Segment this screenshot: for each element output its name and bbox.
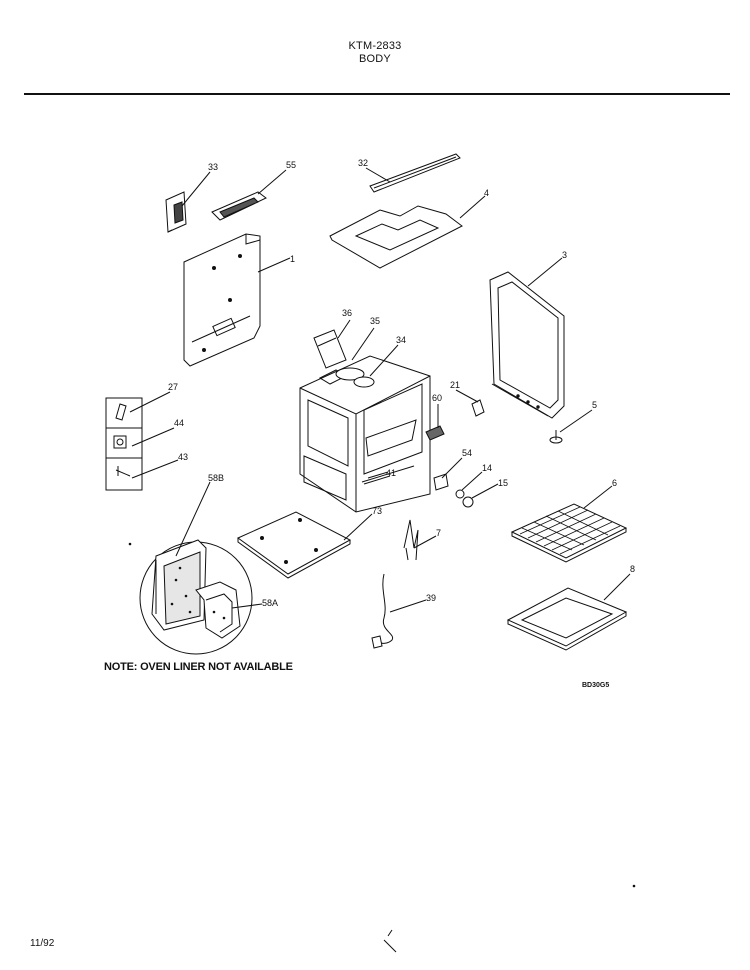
part-34-burner (353, 376, 375, 388)
diagram-code: BD30G5 (582, 682, 610, 689)
leader-35 (351, 327, 375, 361)
stray-dot-2 (128, 542, 132, 546)
callout-36: 36 (342, 308, 352, 318)
callout-8: 8 (630, 564, 635, 574)
fastener-inset-box (105, 397, 143, 491)
part-55-vent (211, 191, 267, 221)
callout-35: 35 (370, 316, 380, 326)
leader-6 (583, 485, 613, 509)
leader-54 (441, 457, 463, 479)
leader-58a (231, 603, 263, 609)
part-1-back-panel (183, 233, 261, 367)
callout-27: 27 (168, 382, 178, 392)
callout-21: 21 (450, 380, 460, 390)
callout-44: 44 (174, 418, 184, 428)
part-8-broiler-pan (506, 587, 628, 651)
part-36-vent-duct (313, 329, 347, 369)
leader-58b (175, 481, 211, 557)
leader-7 (413, 535, 437, 549)
callout-60: 60 (432, 393, 442, 403)
callout-33: 33 (208, 162, 218, 172)
part-32-trim-strip (369, 153, 461, 193)
leader-8 (603, 573, 631, 601)
stray-mark (383, 929, 397, 953)
callout-58a: 58A (262, 598, 278, 608)
callout-43: 43 (178, 452, 188, 462)
callout-41: 41 (386, 468, 396, 478)
part-14-knob (455, 489, 465, 499)
part-4-top-panel (329, 205, 463, 269)
callout-7: 7 (436, 528, 441, 538)
callout-5: 5 (592, 400, 597, 410)
part-7-wire-harness (403, 519, 419, 561)
callout-15: 15 (498, 478, 508, 488)
callout-54: 54 (462, 448, 472, 458)
leader-55 (257, 169, 287, 195)
part-35-cover (335, 367, 365, 381)
part-73-bottom-panel (237, 511, 352, 579)
part-60-block (425, 425, 445, 441)
leader-27 (129, 391, 171, 413)
leader-15 (471, 483, 499, 499)
leader-39 (389, 599, 427, 613)
header-divider (24, 93, 730, 95)
callout-3: 3 (562, 250, 567, 260)
leader-32 (365, 167, 391, 183)
callout-32: 32 (358, 158, 368, 168)
leader-43 (131, 459, 179, 479)
oven-liner-note: NOTE: OVEN LINER NOT AVAILABLE (104, 661, 293, 673)
callout-73: 73 (372, 506, 382, 516)
leader-1 (257, 257, 291, 273)
part-54-switch (433, 473, 449, 491)
leader-41 (363, 475, 391, 485)
part-15-knob (462, 496, 474, 508)
leader-21 (455, 389, 479, 403)
leader-36 (337, 319, 351, 339)
callout-14: 14 (482, 463, 492, 473)
leader-33 (181, 171, 211, 207)
callout-6: 6 (612, 478, 617, 488)
leader-73 (343, 513, 373, 541)
callout-34: 34 (396, 335, 406, 345)
revision-date: 11/92 (30, 938, 55, 949)
part-5-leveling-leg (549, 430, 563, 444)
model-number: KTM-2833 (348, 40, 402, 52)
leader-4 (459, 195, 486, 219)
leader-3 (527, 257, 563, 287)
part-39-power-cord (371, 573, 394, 649)
part-oven-body (299, 355, 431, 513)
part-6-oven-rack (510, 503, 628, 563)
insulation-detail-circle (139, 539, 253, 655)
part-33-bracket (165, 191, 187, 233)
leader-5 (559, 409, 593, 433)
callout-39: 39 (426, 593, 436, 603)
leader-34 (369, 344, 399, 377)
leader-44 (131, 427, 175, 447)
stray-dot (632, 884, 636, 888)
callout-55: 55 (286, 160, 296, 170)
callout-1: 1 (290, 254, 295, 264)
callout-4: 4 (484, 188, 489, 198)
part-21-clip (471, 399, 485, 417)
part-3-door (489, 271, 565, 419)
callout-58b: 58B (208, 473, 224, 483)
section-title: BODY (359, 53, 391, 65)
leader-14 (461, 471, 483, 491)
